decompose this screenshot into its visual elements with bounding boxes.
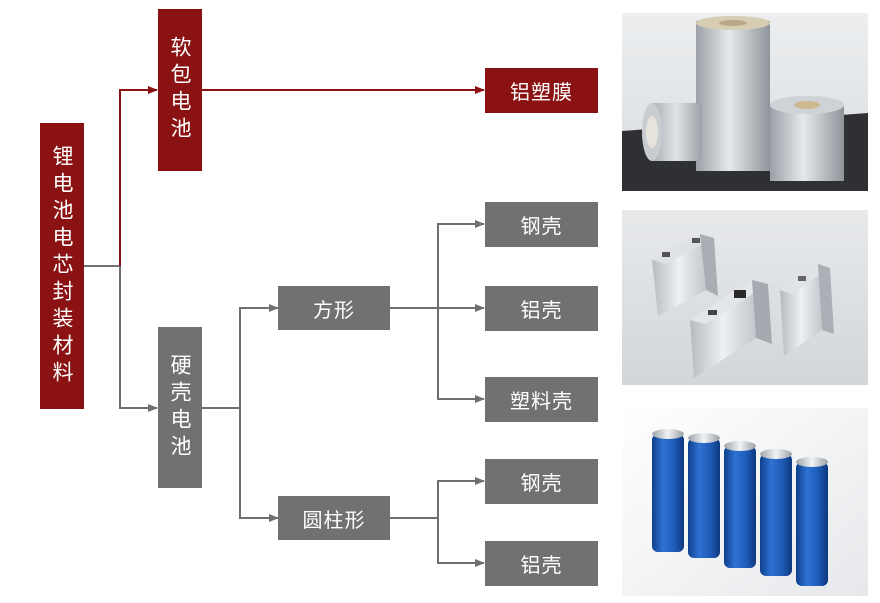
cylindrical-cells-photo: [622, 408, 868, 596]
aluminum-plastic-film-node: 铝塑膜: [485, 68, 598, 113]
prismatic-cells-image: [622, 210, 868, 385]
prismatic-aluminum-shell-node: 铝壳: [485, 286, 598, 331]
soft-battery-node: 软包电池: [158, 9, 202, 171]
cylindrical-aluminum-shell-node: 铝壳: [485, 541, 598, 586]
prismatic-aluminum-shell-label: 铝壳: [520, 298, 563, 322]
hard-to-prismatic-line: [202, 304, 279, 409]
soft-battery-label: 软包电池: [168, 36, 192, 144]
prismatic-cells-photo: [622, 210, 868, 385]
prismatic-plastic-shell-label: 塑料壳: [510, 389, 573, 413]
cylindrical-to-steel-line: [437, 477, 485, 518]
aluminum-plastic-film-rolls-photo: [622, 13, 868, 191]
film-rolls-image: [622, 13, 868, 191]
hard-shell-battery-label: 硬壳电池: [168, 353, 192, 462]
prismatic-label: 方形: [313, 297, 355, 322]
hard-shell-battery-node: 硬壳电池: [158, 327, 202, 488]
cylindrical-to-aluminum-line: [437, 518, 485, 567]
prismatic-to-plastic-line: [437, 308, 485, 403]
prismatic-steel-shell-node: 钢壳: [485, 202, 598, 247]
cylindrical-steel-shell-label: 钢壳: [520, 471, 563, 495]
cylindrical-node: 圆柱形: [278, 496, 390, 540]
prismatic-to-steel-line: [437, 220, 485, 308]
cylindrical-cells-image: [622, 408, 868, 596]
root-to-hard-line: [119, 266, 158, 412]
cylindrical-steel-shell-node: 钢壳: [485, 459, 598, 504]
root-node: 锂电池电芯封装材料: [40, 123, 84, 409]
hard-to-cylindrical-line: [239, 408, 279, 522]
cylindrical-aluminum-shell-label: 铝壳: [520, 553, 563, 577]
root-to-soft-line: [119, 86, 158, 266]
cylindrical-label: 圆柱形: [302, 507, 366, 532]
prismatic-node: 方形: [278, 286, 390, 330]
aluminum-plastic-film-label: 铝塑膜: [510, 80, 573, 104]
prismatic-steel-shell-label: 钢壳: [520, 214, 563, 238]
root-node-label: 锂电池电芯封装材料: [50, 144, 74, 388]
prismatic-plastic-shell-node: 塑料壳: [485, 377, 598, 422]
